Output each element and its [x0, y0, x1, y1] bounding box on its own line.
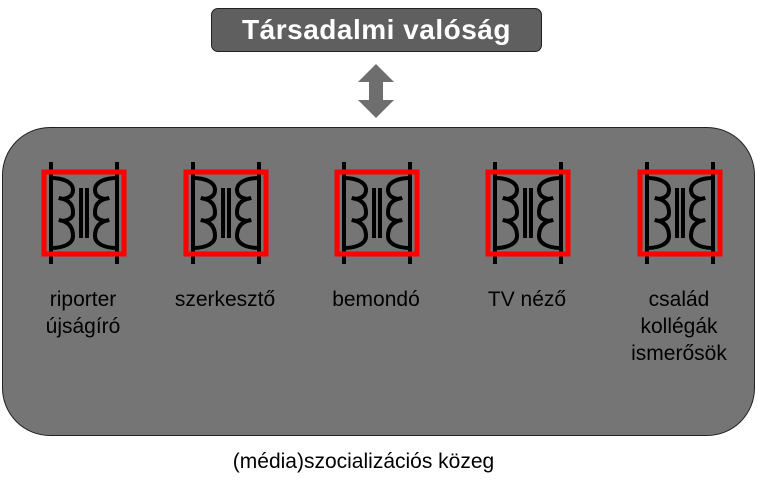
role-label-line: szerkesztő — [174, 288, 276, 311]
role-label: TV néző — [452, 286, 602, 313]
title-box: Társadalmi valóság — [211, 8, 542, 52]
role-label-line: bemondó — [332, 288, 420, 311]
role-label-line: riporter — [49, 288, 117, 311]
socialization-panel — [2, 127, 755, 436]
role-label: szerkesztő — [150, 286, 300, 313]
transformer-icon — [637, 162, 723, 264]
role-label: bemondó — [301, 286, 451, 313]
role-unit: bemondó — [301, 158, 451, 378]
role-unit: szerkesztő — [150, 158, 300, 378]
footer-label: (média)szocializációs közeg — [232, 450, 495, 473]
role-label-line: TV néző — [487, 288, 567, 311]
role-label-line: újságíró — [45, 315, 121, 338]
transformer-icon — [183, 162, 269, 264]
transformer-icon — [485, 162, 571, 264]
role-label: riporter újságíró — [8, 286, 158, 340]
transformer-icon — [41, 162, 127, 264]
transformer-icon — [334, 162, 420, 264]
role-label-line: kollégák — [640, 315, 718, 338]
title-text: Társadalmi valóság — [242, 14, 511, 45]
role-unit: család kollégák ismerősök — [604, 158, 754, 378]
role-unit: riporter újságíró — [8, 158, 158, 378]
role-label-line: család — [648, 288, 710, 311]
role-unit: TV néző — [452, 158, 602, 378]
role-label: család kollégák ismerősök — [604, 286, 754, 367]
role-label-line: ismerősök — [631, 342, 727, 365]
up-down-arrow-icon — [358, 64, 394, 118]
